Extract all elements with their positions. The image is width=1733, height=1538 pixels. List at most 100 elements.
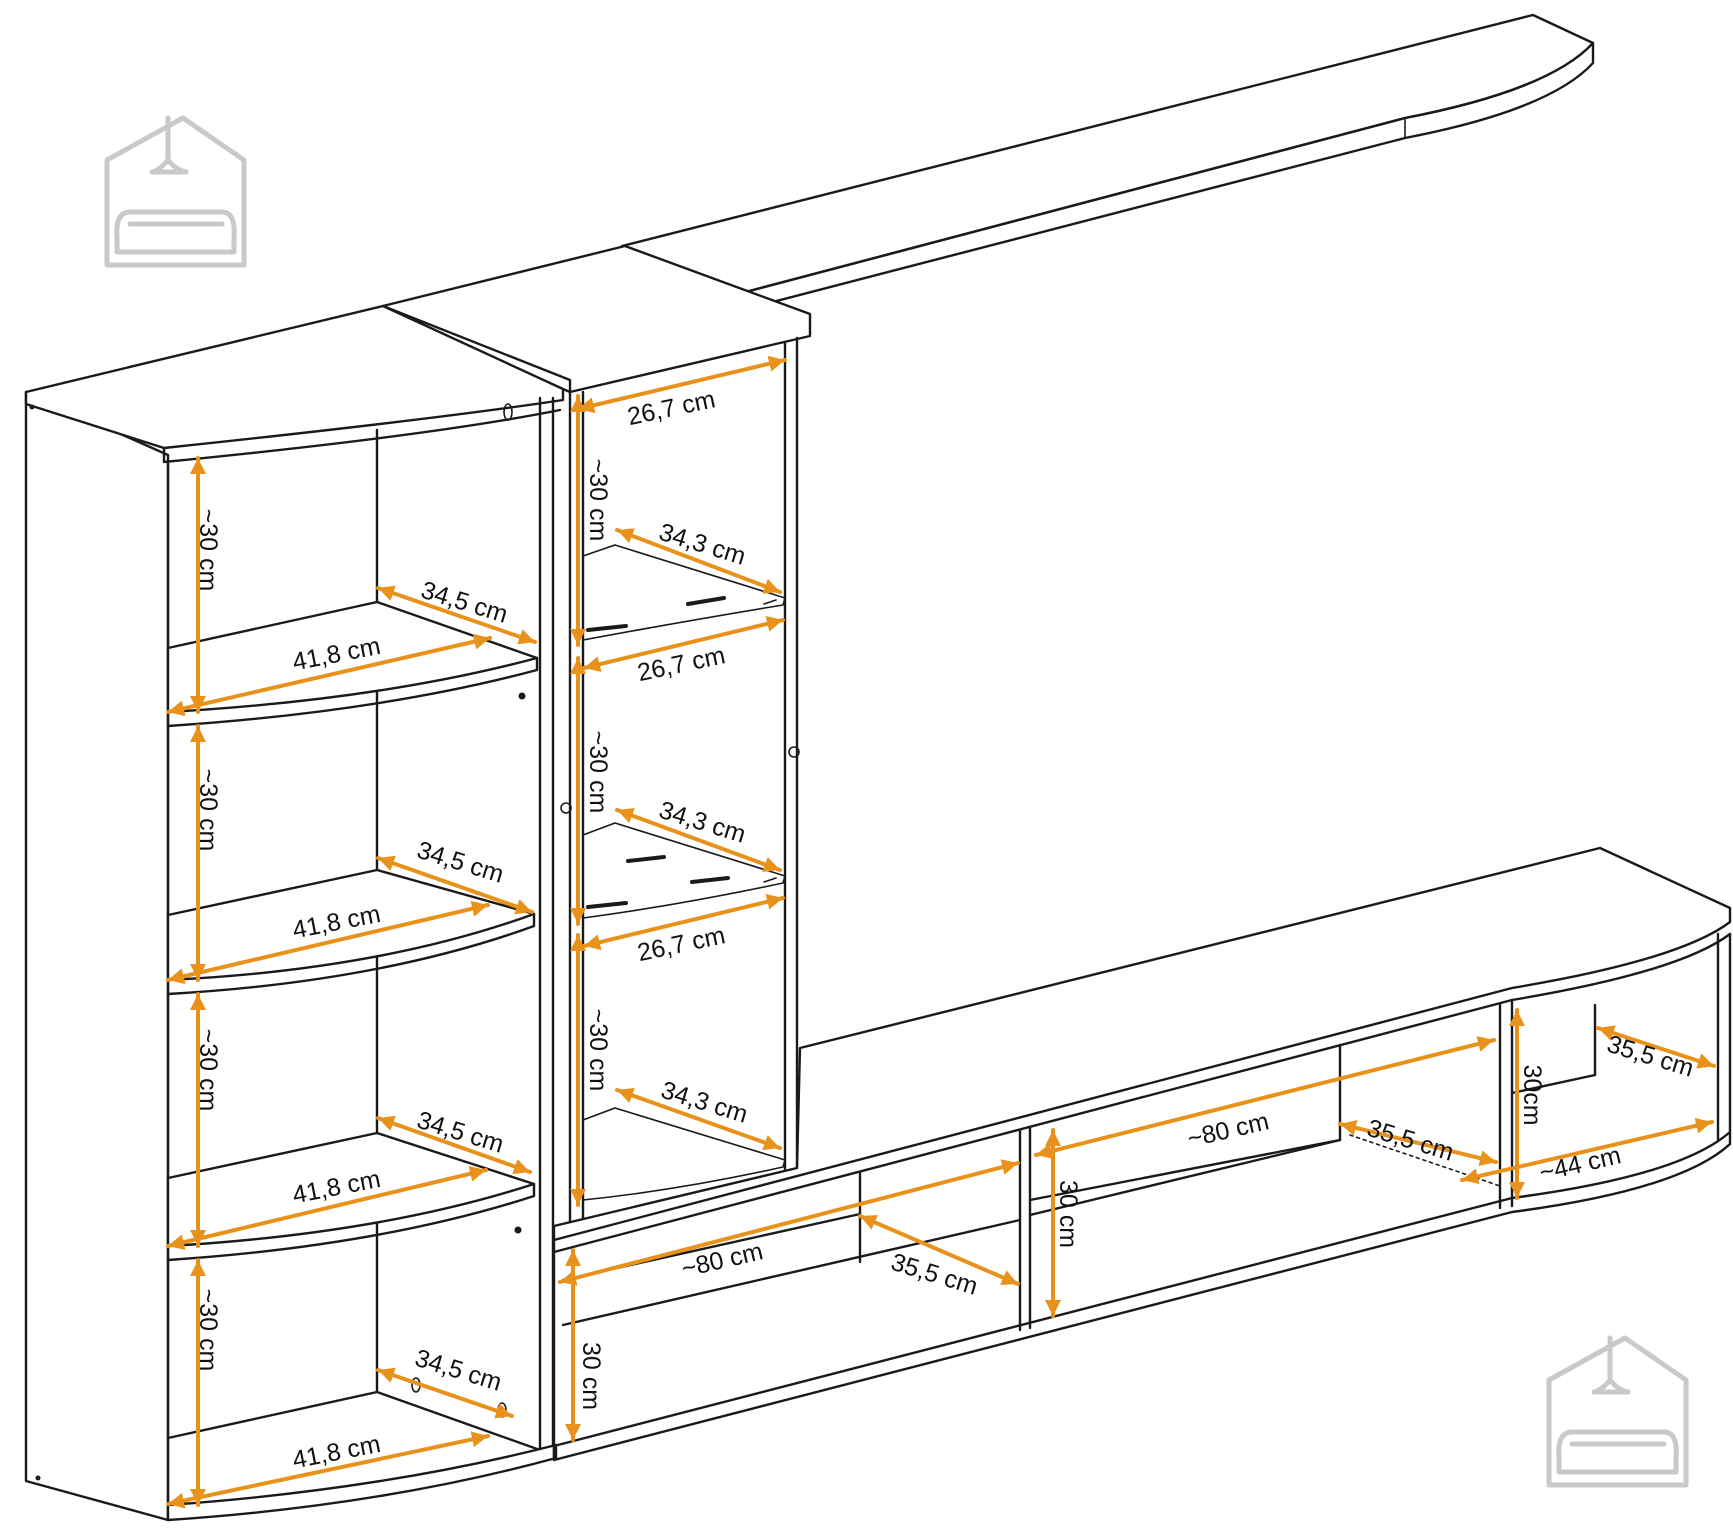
dim-label-lowboard-depth-3: 35,5 cm [1604,1030,1697,1083]
dimension-arrowhead [570,396,586,412]
dimension-line [615,528,782,594]
dimension-line [376,856,534,914]
dimension-line [615,808,782,872]
dimension-arrowhead [1036,1143,1054,1159]
dimension-arrowhead [1509,1010,1525,1026]
watermark-logo-bottom-right [1546,1335,1689,1488]
dim-label-cabinet-height-3: ~30 cm [584,1009,612,1092]
dimension-line [376,1368,514,1418]
dimension-line [582,896,785,948]
dim-label-cabinet-height-2: ~30 cm [584,731,612,814]
dim-label-height-3: ~30 cm [194,1029,222,1112]
watermark-logo-top-left [104,115,247,268]
dimension-arrowhead [584,656,602,673]
dimension-arrowhead [570,658,586,674]
dim-label-lowboard-height-1: 30 cm [577,1342,605,1410]
lowboard [552,846,1732,1462]
dimension-arrowhead [617,528,635,544]
dimension-arrowhead [517,629,535,645]
dimension-line [166,636,492,714]
dimension-arrowhead [1000,1270,1018,1286]
dimension-arrowhead [190,458,206,474]
dimension-arrowhead [617,808,635,824]
dimension-line [376,586,537,644]
dimension-line [615,1088,782,1150]
dimension-line [1596,1026,1716,1068]
dimension-arrowhead [1462,1168,1480,1185]
dimension-arrowhead [512,1159,530,1175]
dimension-arrowhead [617,1087,635,1103]
dimension-lines [166,355,1716,1509]
dimension-line [1338,1122,1498,1164]
dimension-line [1460,1120,1714,1182]
dimension-arrowhead [468,1165,486,1182]
dimension-arrowhead [190,1260,206,1276]
dimension-arrowhead [565,1424,581,1440]
dim-label-height-4: ~30 cm [194,1289,222,1372]
dimension-line [166,1434,490,1506]
dimension-arrowhead [762,856,780,872]
dim-label-depth-2: 34,5 cm [414,836,507,889]
dimension-line [166,1168,488,1248]
dim-label-inner-width-1: 26,7 cm [625,385,718,431]
dimension-arrowhead [190,726,206,742]
dimension-arrowhead [570,935,586,951]
glass-cabinet [381,244,812,1232]
dimension-arrowhead [1509,1182,1525,1198]
dimension-arrowhead [1000,1159,1018,1175]
dimension-arrowhead [570,908,586,924]
dimension-arrowhead [168,1492,186,1509]
dimension-arrowhead [378,585,396,601]
dimension-arrowhead [1045,1130,1061,1146]
dimension-arrowhead [378,1115,396,1131]
dimension-arrowhead [378,1367,396,1383]
dimension-line [166,903,490,982]
dimension-arrowhead [470,900,488,917]
dim-label-depth-4: 34,5 cm [412,1344,505,1397]
dimension-line [576,358,787,411]
dimension-arrowhead [762,1135,780,1151]
dimension-arrowhead [762,578,780,594]
dimension-arrowhead [765,893,783,910]
dimension-arrowhead [1476,1036,1494,1052]
dimension-arrowhead [1694,1117,1712,1134]
dim-label-height-2: ~30 cm [194,769,222,852]
dimension-arrowhead [378,855,396,871]
dim-label-lowboard-height-3: 30cm [1518,1064,1546,1125]
wall-shelf [620,13,1595,308]
dimension-arrowhead [168,1234,186,1251]
dimension-arrowhead [1598,1025,1616,1041]
dim-label-lowboard-height-2: 30 cm [1054,1180,1082,1248]
dimension-line [582,618,785,670]
dimension-line [376,1116,532,1174]
dimension-arrowhead [1696,1053,1714,1069]
dim-label-height-1: ~30 cm [194,509,222,592]
dimension-arrowhead [767,355,785,372]
dimension-arrowhead [765,615,783,632]
dimension-arrowhead [1045,1300,1061,1316]
dimension-arrowhead [860,1214,878,1230]
dimension-arrowhead [190,994,206,1010]
dim-label-inner-width-3: 26,7 cm [635,921,728,967]
dimension-arrowhead [584,934,602,951]
dim-label-inner-width-2: 26,7 cm [635,641,728,687]
dim-label-lowboard-depth-2: 35,5 cm [1364,1114,1457,1167]
dimension-arrowhead [494,1403,512,1419]
dimension-arrowhead [168,700,186,717]
dimension-arrowhead [1340,1120,1358,1136]
dimension-arrowhead [1478,1150,1496,1166]
dimension-arrowhead [565,1250,581,1266]
dimension-line [558,1161,1020,1284]
dimension-arrowhead [570,629,586,645]
dimension-arrowhead [470,1431,488,1448]
dimension-arrowhead [472,633,490,650]
dimension-arrowhead [570,1189,586,1205]
dimension-line [858,1214,1020,1286]
dimension-line [1034,1038,1496,1157]
left-bookcase [24,304,565,1522]
dimension-arrowhead [168,968,186,985]
dim-label-cabinet-height-1: ~30 cm [584,459,612,542]
dimension-arrowhead [514,899,532,915]
